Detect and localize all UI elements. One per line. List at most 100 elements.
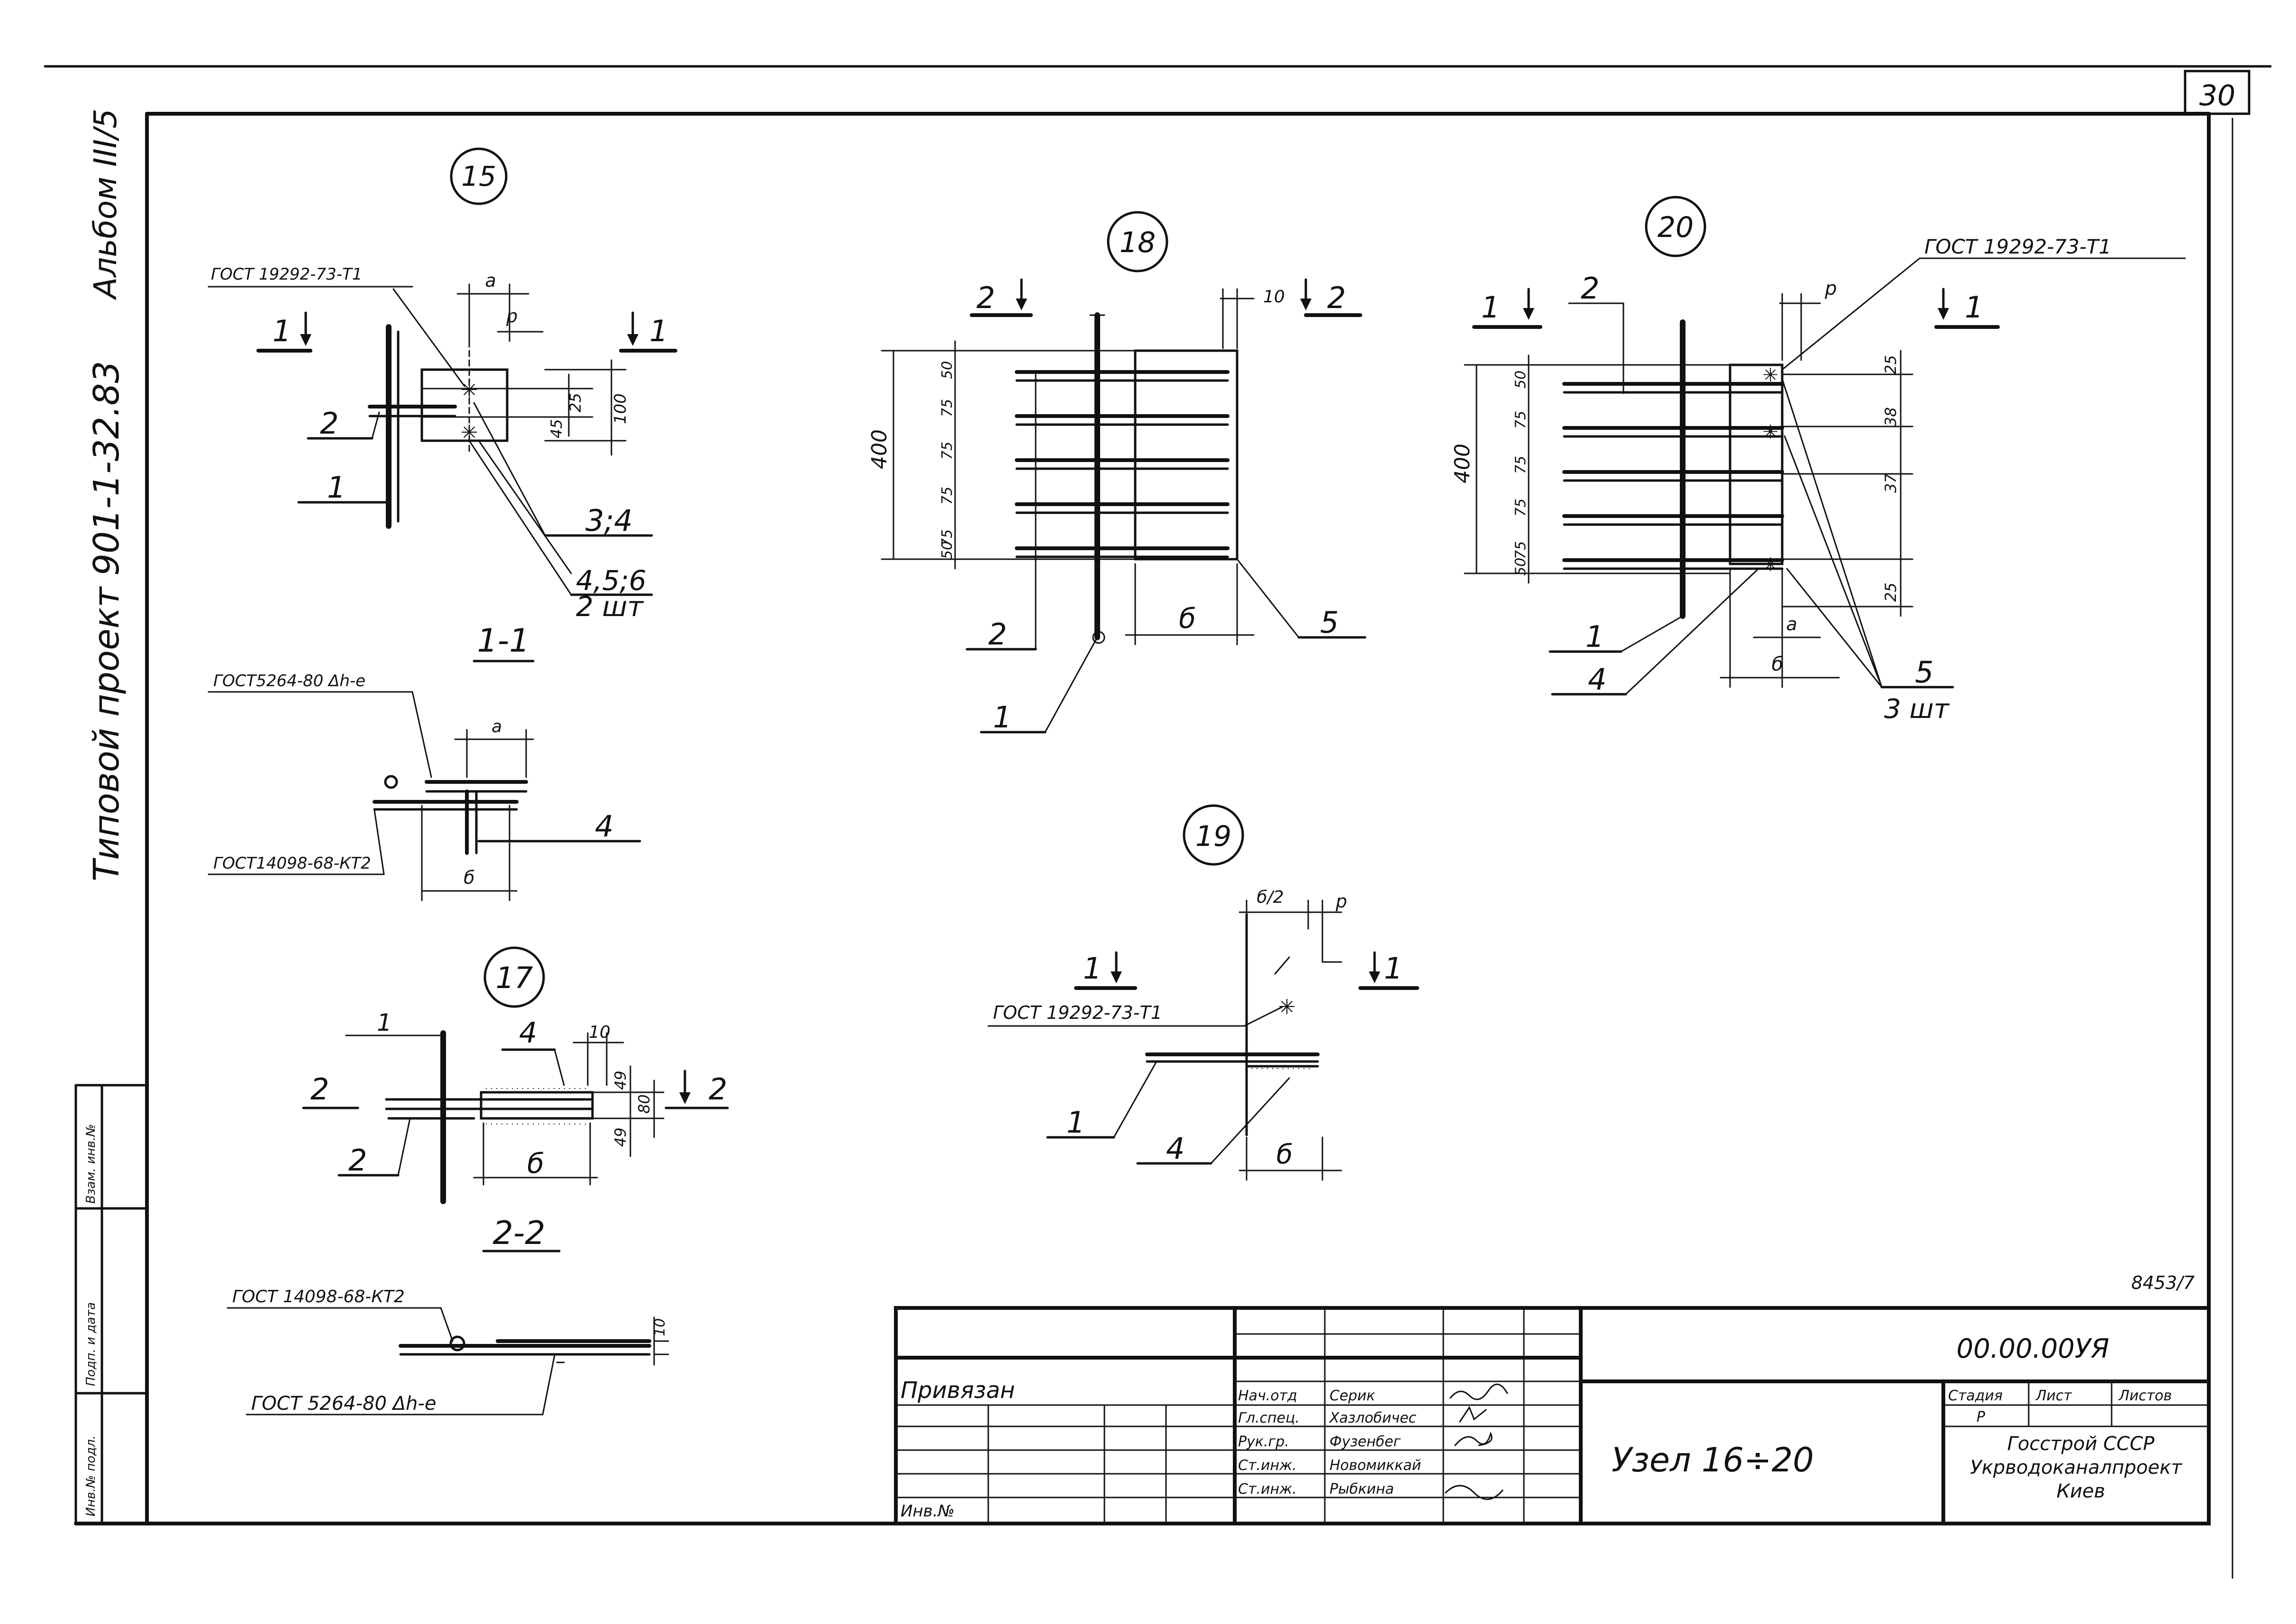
- margin-stamp-strip: [74, 1084, 148, 1525]
- svg-text:✳: ✳: [1762, 421, 1778, 443]
- node-17-pos-1: 1: [377, 1009, 392, 1036]
- section-2-2: [227, 1250, 669, 1415]
- node-17-dim-49a: 49: [611, 1071, 629, 1090]
- page-number-box: [2184, 70, 2250, 115]
- node-20-dim-25b: 25: [1882, 582, 1900, 602]
- node-19-gost: ГОСТ 19292-73-Т1: [993, 1002, 1162, 1023]
- node-15-dim-p: р: [506, 306, 518, 327]
- node-18-dim-400: 400: [867, 429, 892, 469]
- node-20-dim-p: р: [1824, 278, 1837, 299]
- title-stage-value: Р: [1977, 1409, 1986, 1425]
- section-2-2-title: 2-2: [492, 1215, 545, 1252]
- node-15-marker: [450, 147, 508, 205]
- section-1-1-dim-b: б: [464, 867, 474, 888]
- node-19-dim-p: р: [1335, 891, 1347, 912]
- node-17-dim-10: 10: [589, 1023, 610, 1042]
- title-name-1: Хазлобичес: [1329, 1410, 1417, 1426]
- node-20-dim-37: 37: [1882, 473, 1900, 493]
- node-20-spacing-2: 75: [1512, 411, 1529, 429]
- node-17-section-right: 2: [709, 1072, 727, 1107]
- title-role-2: Рук.гр.: [1238, 1433, 1289, 1450]
- node-20-dim-25a: 25: [1882, 355, 1900, 374]
- stamp-inv-orig: Инв.№ подл.: [84, 1435, 98, 1516]
- archive-code: 8453/7: [2131, 1272, 2195, 1293]
- node-20-section-right: 1: [1965, 290, 1983, 325]
- node-20-pos-5: 5: [1915, 655, 1933, 690]
- node-19-pos-1: 1: [1066, 1105, 1085, 1140]
- node-15-section-right: 1: [649, 314, 668, 348]
- node-15-section-left: 1: [273, 314, 291, 348]
- node-19-section-left: 1: [1083, 951, 1102, 986]
- node-20-qty: 3 шт: [1884, 694, 1950, 725]
- node-15-pos-34: 3;4: [585, 503, 633, 538]
- title-name-3: Новомиккай: [1330, 1457, 1421, 1474]
- node-18-marker: [1107, 211, 1168, 272]
- node-20-number: 20: [1658, 211, 1694, 244]
- node-15: ✳ ✳: [208, 147, 677, 596]
- node-18-dim-10: 10: [1263, 287, 1285, 307]
- title-block: [894, 1306, 2211, 1525]
- section-1-1-pos-4: 4: [595, 809, 613, 844]
- section-1-1: [208, 660, 641, 901]
- stamp-sign-date: Подп. и дата: [84, 1302, 98, 1386]
- node-18: [881, 211, 1367, 734]
- section-2-2-gost-top: ГОСТ 14098-68-КТ2: [232, 1287, 405, 1306]
- node-19-section-right: 1: [1384, 951, 1403, 986]
- svg-text:✳: ✳: [1762, 554, 1778, 576]
- node-18-section-right: 2: [1327, 281, 1346, 315]
- node-20-dim-a: а: [1786, 614, 1797, 635]
- node-15-pos-2: 2: [320, 406, 338, 441]
- title-org-line3: Киев: [2057, 1480, 2105, 1502]
- node-15-dim-45: 45: [547, 419, 565, 438]
- node-20-gost: ГОСТ 19292-73-Т1: [1924, 235, 2112, 258]
- node-20-spacing-1: 50: [1512, 371, 1529, 389]
- title-role-3: Ст.инж.: [1238, 1457, 1297, 1474]
- section-1-1-dim-a: а: [492, 717, 502, 736]
- page-number: 30: [2199, 79, 2235, 112]
- node-19: ✳: [987, 804, 1419, 1181]
- title-role-4: Ст.инж.: [1238, 1481, 1297, 1497]
- node-18-pos-1: 1: [993, 700, 1011, 735]
- title-role-1: Гл.спец.: [1238, 1410, 1300, 1426]
- node-15-number: 15: [461, 160, 496, 192]
- node-20-spacing-5: 75: [1512, 541, 1529, 559]
- node-17-pos-4: 4: [519, 1016, 537, 1050]
- node-17-dim-b: б: [527, 1147, 544, 1179]
- node-18-spacing-4: 75: [939, 487, 956, 505]
- title-name-2: Фузенбег: [1330, 1433, 1401, 1450]
- project-title: Типовой проект 901-1-32.83: [86, 361, 127, 881]
- node-17-section-left: 2: [310, 1072, 329, 1107]
- node-15-gost: ГОСТ 19292-73-Т1: [211, 265, 362, 284]
- node-18-number: 18: [1120, 226, 1156, 259]
- title-sheets-label: Листов: [2118, 1388, 2172, 1404]
- title-bound-label: Привязан: [901, 1377, 1015, 1404]
- node-15-dim-100: 100: [611, 393, 630, 424]
- node-20-spacing-4: 75: [1512, 499, 1529, 517]
- title-sheet-label: Лист: [2035, 1388, 2073, 1404]
- section-2-2-dim-10: 10: [652, 1318, 668, 1336]
- node-20-dim-400: 400: [1450, 444, 1475, 483]
- node-19-number: 19: [1195, 820, 1231, 853]
- title-name-0: Серик: [1330, 1388, 1375, 1404]
- title-stage-label: Стадия: [1948, 1388, 2003, 1404]
- node-20-dim-b: б: [1772, 653, 1784, 675]
- node-18-dim-b: б: [1179, 602, 1196, 635]
- title-name-4: Рыбкина: [1330, 1481, 1394, 1497]
- signatures: [1445, 1383, 1508, 1500]
- node-18-spacing-3: 75: [939, 442, 956, 460]
- node-18-pos-5: 5: [1320, 605, 1339, 640]
- node-18-spacing-2: 75: [939, 399, 956, 417]
- section-2-2-gost-bottom: ГОСТ 5264-80 Δh-е: [251, 1393, 436, 1415]
- node-20-marker: [1645, 196, 1706, 257]
- node-15-dim-25: 25: [566, 393, 584, 412]
- node-17-dim-80: 80: [635, 1094, 653, 1114]
- node-15-dim-a: а: [485, 270, 496, 291]
- node-20-pos-2: 2: [1581, 271, 1599, 306]
- section-1-1-gost-top: ГОСТ5264-80 Δh-е: [213, 671, 365, 690]
- album-title: Альбом III/5: [87, 109, 124, 300]
- node-17: [302, 946, 729, 1204]
- node-19-dim-b: б: [1276, 1139, 1293, 1170]
- node-19-pos-4: 4: [1166, 1131, 1184, 1166]
- node-18-section-left: 2: [976, 281, 995, 315]
